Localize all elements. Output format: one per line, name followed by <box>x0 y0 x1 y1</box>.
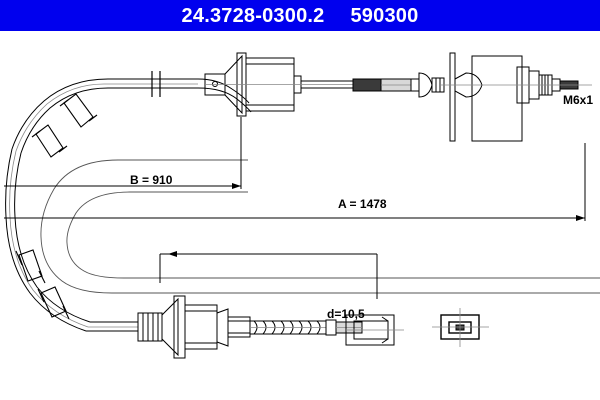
dimension-label-b: B = 910 <box>130 173 173 187</box>
lower-cable-ferrule <box>15 249 70 320</box>
bulkhead-plate <box>449 52 456 142</box>
upper-cable-ferrule <box>31 93 98 158</box>
lower-outer-sheath <box>86 321 138 332</box>
inner-routing-lines <box>40 159 600 294</box>
upper-outer-sheath <box>104 78 252 113</box>
dimension-line-B <box>4 117 242 189</box>
dimension-label-a: A = 1478 <box>338 197 387 211</box>
cable-break-marks <box>151 71 161 97</box>
upper-left-bend <box>11 78 109 154</box>
conduit-end-collar <box>325 319 337 336</box>
upper-inner-wire <box>301 80 353 89</box>
dimension-line-A <box>4 143 586 221</box>
detail-part-bracket <box>432 308 489 347</box>
reference-number-label: 590300 <box>350 4 419 27</box>
part-number-label: 24.3728-0300.2 <box>181 4 325 27</box>
clevis-rod <box>335 321 363 334</box>
corrugated-conduit <box>250 320 326 335</box>
dimension-line-d <box>159 251 378 299</box>
thread-spec-label: M6x1 <box>563 93 594 107</box>
lower-end-fitting <box>137 295 251 359</box>
wire-sleeve-light <box>380 78 412 92</box>
dimension-label-d: d=10,5 <box>327 307 365 321</box>
wire-crimp-sleeve <box>352 78 382 92</box>
title-bar: 24.3728-0300.2 590300 <box>0 0 600 31</box>
bulkhead-grommet <box>410 72 445 98</box>
technical-drawing-canvas: B = 910 A = 1478 d=10,5 M6x1 <box>0 31 600 400</box>
cable-u-turn-loop <box>5 148 91 332</box>
cable-assembly-svg <box>4 52 600 359</box>
clevis-block <box>345 314 404 346</box>
adjuster-housing <box>454 55 523 142</box>
